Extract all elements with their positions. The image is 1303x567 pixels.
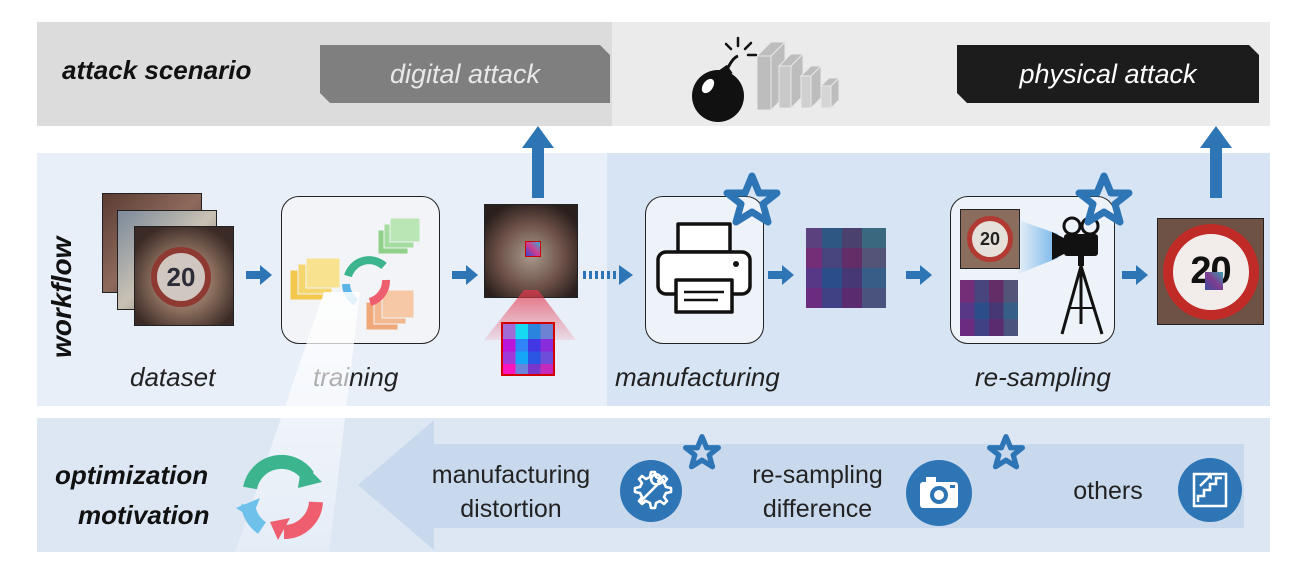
resampling-difference-label: re-sampling difference: [752, 461, 883, 523]
speed-sign-large: 20: [1162, 223, 1259, 320]
speed-sign-small: 20: [151, 247, 211, 307]
arrow-resampling-to-result: [1122, 265, 1148, 285]
patched-sign-image: [484, 204, 578, 298]
printed-patch-image: [806, 228, 886, 308]
camera-icon: [920, 477, 958, 508]
arrow-dataset-to-training: [246, 265, 272, 285]
resampling-patch-thumb: [960, 280, 1018, 336]
digital-attack-tag: digital attack: [389, 58, 541, 89]
speed-sign-thumb: 20: [967, 216, 1013, 262]
physical-patch: [1204, 271, 1223, 290]
adversarial-patch-zoom: [501, 322, 555, 376]
motivation-big-arrow: [358, 420, 1244, 550]
resampling-sign-thumb: 20: [960, 209, 1020, 269]
star-icon-manufacturing: [723, 172, 781, 226]
digital-attack-tag-shape: [320, 45, 610, 103]
physical-attack-tag-shape: [957, 45, 1259, 103]
up-arrow-physical: [1200, 126, 1232, 198]
star-icon-resampling: [1075, 172, 1133, 226]
motivation-label: motivation: [78, 500, 210, 530]
workflow-label: workflow: [46, 236, 77, 358]
optimization-label: optimization: [55, 460, 209, 490]
resampling-label: re-sampling: [975, 362, 1111, 392]
attack-scenario-label: attack scenario: [62, 55, 252, 85]
stairs-icon: [1192, 472, 1228, 508]
dataset-label: dataset: [130, 362, 216, 392]
patch-marker: [525, 241, 541, 257]
printer-icon: [656, 222, 752, 314]
optimization-cycle-icon: [236, 454, 323, 540]
manufacturing-label: manufacturing: [615, 362, 780, 392]
arrow-manufacturing-to-printed: [768, 265, 794, 285]
arrow-printed-to-resampling: [906, 265, 932, 285]
dotted-arrow: [583, 265, 633, 285]
star-icon-resampling-difference: [986, 434, 1025, 470]
arrow-training-to-patched: [452, 265, 478, 285]
training-layers-icon: [289, 217, 421, 331]
physical-result-sign: 20: [1157, 218, 1264, 325]
others-label: others: [1073, 477, 1143, 505]
dataset-image-front: 20: [134, 226, 234, 326]
bomb-icon: [692, 36, 758, 122]
star-icon-manufacturing-distortion: [682, 434, 721, 470]
manufacturing-distortion-label: manufacturing distortion: [431, 461, 591, 523]
training-zoom-wedge: [232, 292, 360, 562]
network-blocks-icon: [757, 40, 841, 112]
up-arrow-digital: [522, 126, 554, 198]
gear-wrench-icon: [633, 470, 673, 510]
video-camera-tripod-icon: [1018, 216, 1104, 335]
physical-attack-tag: physical attack: [1019, 58, 1197, 89]
